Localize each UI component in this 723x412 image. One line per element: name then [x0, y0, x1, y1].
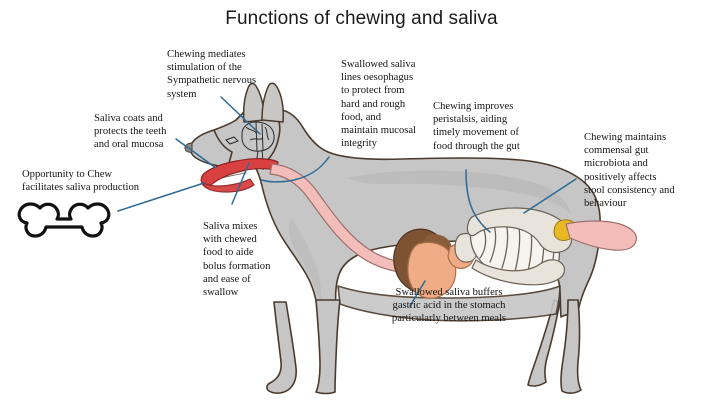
- dog-front-leg-near: [266, 301, 297, 394]
- dog-eye: [225, 136, 239, 145]
- leader-opportunity-chew: [117, 182, 205, 212]
- large-intestine: [466, 207, 573, 286]
- dog-hind-leg-near: [560, 299, 582, 394]
- leader-chewing-mediates: [220, 96, 261, 135]
- figure-title: Functions of chewing and saliva: [225, 8, 498, 29]
- leader-lines-group: [117, 96, 577, 307]
- leader-saliva-coats: [175, 138, 217, 169]
- callout-saliva-coats: Saliva coats and protects the teeth and …: [94, 113, 167, 151]
- leader-chewing-microbiota: [523, 178, 577, 214]
- callout-saliva-mixes: Saliva mixes with chewed food to aide bo…: [203, 221, 271, 299]
- stomach: [407, 241, 457, 299]
- callout-chewing-mediates: Chewing mediates stimulation of the Symp…: [167, 49, 257, 100]
- rectum: [565, 220, 637, 251]
- callout-chewing-peristalsis: Chewing improves peristalsis, aiding tim…: [433, 101, 520, 152]
- leader-swallowed-saliva-oesophagus: [261, 156, 330, 183]
- callout-swallowed-saliva-gastric: Swallowed saliva buffers gastric acid in…: [391, 287, 507, 325]
- leader-chewing-peristalsis: [465, 169, 491, 233]
- leader-swallowed-saliva-gastric: [409, 280, 426, 307]
- dog-front-leg-far: [315, 299, 341, 395]
- callout-swallowed-saliva-oesophagus: Swallowed saliva lines oesophagus to pro…: [341, 59, 417, 150]
- dog-lower-lip: [203, 178, 255, 193]
- dog-ear-front: [261, 82, 284, 123]
- bone-icon: [17, 202, 111, 238]
- dog-shoulder-shading: [289, 218, 322, 304]
- dog-hind-leg-far: [527, 299, 561, 387]
- dog-body-shading: [348, 170, 571, 214]
- callout-chewing-microbiota: Chewing maintains commensal gut microbio…: [584, 132, 675, 210]
- digestive-tract-group: [269, 163, 637, 299]
- leader-saliva-mixes: [231, 162, 250, 205]
- callout-opportunity-to-chew: Opportunity to Chew facilitates saliva p…: [22, 169, 140, 194]
